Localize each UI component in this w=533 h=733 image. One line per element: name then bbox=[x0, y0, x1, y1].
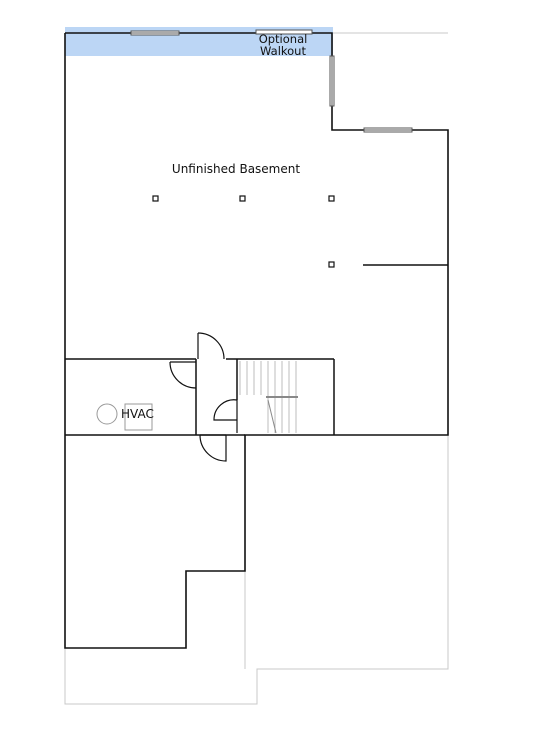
window-walkout bbox=[255, 29, 313, 35]
post bbox=[328, 261, 335, 268]
doors bbox=[169, 332, 238, 462]
staircase bbox=[239, 361, 298, 434]
hvac-equipment bbox=[96, 403, 153, 431]
door-lower bbox=[199, 434, 227, 462]
door-stair-top bbox=[197, 332, 225, 360]
interior-walls bbox=[65, 264, 448, 436]
exterior-outlines bbox=[64, 32, 449, 705]
post bbox=[328, 195, 335, 202]
water-heater bbox=[96, 403, 118, 425]
hvac-label: HVAC bbox=[121, 407, 154, 421]
door-utility bbox=[169, 361, 197, 389]
walkout-label-line2: Walkout bbox=[260, 44, 306, 58]
furnace bbox=[124, 403, 153, 431]
door-closet bbox=[213, 399, 238, 433]
post bbox=[239, 195, 246, 202]
walkout-label-line1: Optional bbox=[259, 32, 308, 46]
post bbox=[152, 195, 159, 202]
room-label-unfinished-basement: Unfinished Basement bbox=[172, 162, 300, 176]
support-posts bbox=[152, 195, 335, 268]
windows bbox=[130, 29, 413, 133]
exterior-wall bbox=[64, 32, 449, 649]
